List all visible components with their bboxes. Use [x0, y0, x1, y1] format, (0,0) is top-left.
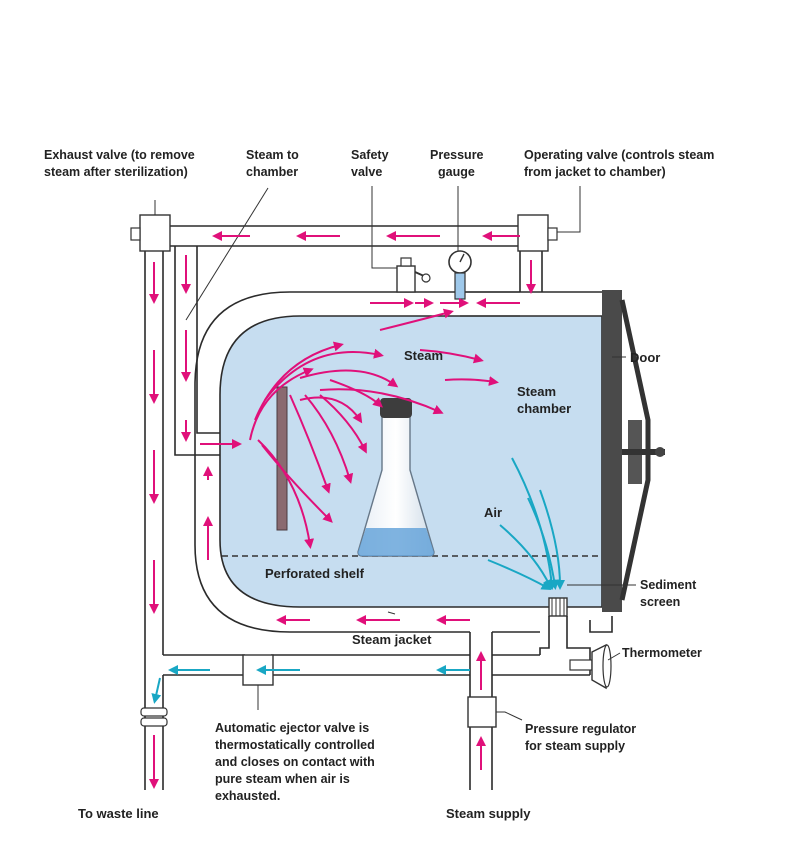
gauge-needle: [459, 253, 465, 263]
air-label: Air: [484, 505, 502, 520]
pressure-gauge-label: Pressure gauge: [430, 148, 487, 179]
baffle-plate: [276, 386, 288, 531]
jacket-right-stub: [589, 616, 613, 633]
waste-fitting: [140, 707, 168, 717]
sediment-screen-label: Sediment screen: [640, 578, 700, 609]
thermometer-dial: [602, 644, 612, 688]
leader-lines: [154, 186, 636, 721]
safety-valve-ball: [421, 273, 431, 283]
sediment-screen-lines: [551, 598, 565, 616]
gauge-stem: [454, 272, 466, 300]
steam-to-chamber-label: Steam to chamber: [246, 148, 302, 179]
door-label: Door: [630, 350, 660, 365]
exhaust-valve-label: Exhaust valve (to remove steam after ste…: [44, 148, 198, 179]
chamber-to-operating-pipe: [460, 291, 520, 317]
perforated-shelf-label: Perforated shelf: [265, 566, 365, 581]
exhaust-valve-knob: [130, 227, 141, 241]
door: [602, 290, 622, 612]
door-handle-knob: [655, 447, 665, 457]
safety-valve-label: Safety valve: [351, 148, 392, 179]
flask-stopper: [380, 398, 412, 418]
safety-valve-cap: [400, 257, 412, 267]
steam-label: Steam: [404, 348, 443, 363]
flask-liquid: [358, 528, 434, 556]
thermometer-stem: [569, 659, 593, 671]
thermometer-icon: [591, 643, 607, 690]
safety-valve: [396, 265, 416, 293]
steam-chamber: [219, 315, 603, 608]
steam-supply-label: Steam supply: [446, 806, 531, 821]
steam-flow-arrows: [149, 231, 536, 789]
exhaust-drain-pipe: [144, 250, 164, 790]
to-waste-line-label: To waste line: [78, 806, 159, 821]
steam-jacket-shell: [194, 291, 602, 633]
operating-valve-label: Operating valve (controls steam from jac…: [524, 148, 718, 179]
waste-fitting-2: [140, 717, 168, 727]
steam-jacket-label: Steam jacket: [352, 632, 432, 647]
pressure-regulator: [467, 696, 497, 728]
valve-icon: [139, 214, 171, 252]
operating-valve-knob: [547, 227, 558, 241]
ejector-valve-label: Automatic ejector valve is thermostatica…: [215, 721, 378, 803]
steam-to-chamber-pipe: [174, 246, 220, 456]
air-flow-arrows: [151, 457, 565, 704]
sediment-screen: [548, 597, 568, 617]
thermometer-label: Thermometer: [622, 646, 702, 660]
pressure-regulator-label: Pressure regulator for steam supply: [525, 722, 640, 753]
steam-chamber-label: Steam chamber: [517, 384, 571, 416]
operating-valve: [517, 214, 549, 252]
operating-valve-pipe: [519, 246, 543, 292]
